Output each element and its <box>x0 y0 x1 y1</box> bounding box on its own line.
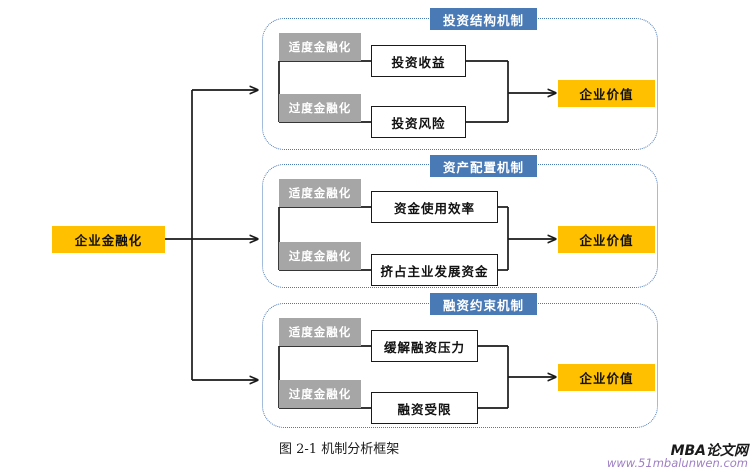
group-2-label-moderate: 适度金融化 <box>279 179 361 207</box>
group-2-outcome-negative: 挤占主业发展资金 <box>371 254 498 286</box>
group-3-label-moderate: 适度金融化 <box>279 318 361 346</box>
watermark-url: www.51mbalunwen.com <box>606 456 748 470</box>
group-2-outcome-positive: 资金使用效率 <box>371 191 498 223</box>
group-3-outcome-negative: 融资受限 <box>371 392 478 424</box>
source-node-enterprise-financialization[interactable]: 企业金融化 <box>52 226 165 253</box>
group-1-outcome-negative: 投资风险 <box>371 106 466 138</box>
figure-caption: 图 2-1 机制分析框架 <box>279 442 400 457</box>
trunk-lines <box>165 90 193 380</box>
group-1-result-enterprise-value: 企业价值 <box>558 80 655 107</box>
watermark-brand: MBA论文网 <box>670 443 748 459</box>
group-1-label-moderate: 适度金融化 <box>279 33 361 61</box>
group-1-outcome-positive: 投资收益 <box>371 45 466 77</box>
group-3-label-excessive: 过度金融化 <box>279 380 361 408</box>
group-2-label-excessive: 过度金融化 <box>279 242 361 270</box>
group-title-financing-constraint: 融资约束机制 <box>430 293 537 315</box>
group-title-investment-structure: 投资结构机制 <box>430 8 537 30</box>
group-title-asset-allocation: 资产配置机制 <box>430 155 537 177</box>
group-2-result-enterprise-value: 企业价值 <box>558 226 655 253</box>
group-1-label-excessive: 过度金融化 <box>279 94 361 122</box>
group-3-result-enterprise-value: 企业价值 <box>558 364 655 391</box>
branch-arrows <box>192 90 258 380</box>
group-3-outcome-positive: 缓解融资压力 <box>371 330 478 362</box>
